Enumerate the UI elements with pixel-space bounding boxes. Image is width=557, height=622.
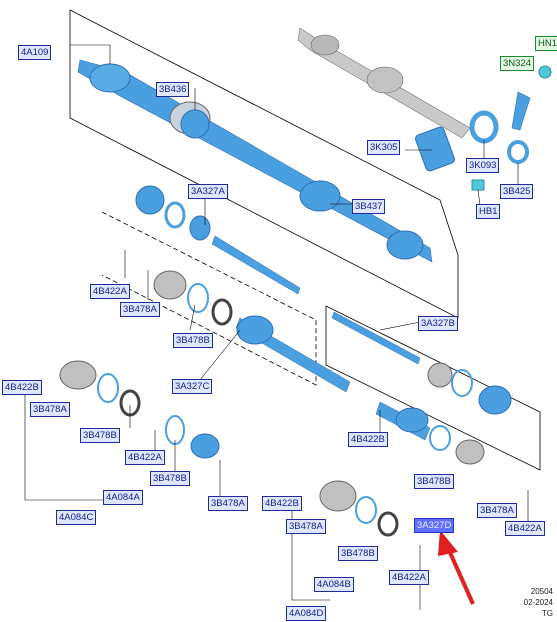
joint-kit-left: [59, 360, 220, 459]
label-HN1[interactable]: HN1: [535, 36, 557, 51]
label-3A327B[interactable]: 3A327B: [418, 316, 458, 331]
label-3B478B-2[interactable]: 3B478B: [80, 428, 120, 443]
label-4B422B-2[interactable]: 4B422B: [348, 432, 388, 447]
label-3B478A-2[interactable]: 3B478A: [30, 402, 70, 417]
label-3B478A-1[interactable]: 3B478A: [120, 302, 160, 317]
footer-date: 02-2024: [523, 598, 553, 607]
label-3N324[interactable]: 3N324: [500, 56, 534, 71]
label-4A084C[interactable]: 4A084C: [56, 510, 97, 525]
label-4B422B-3[interactable]: 4B422B: [262, 496, 302, 511]
label-3B478B-4[interactable]: 3B478B: [414, 474, 454, 489]
driveshaft-right-middle: [331, 311, 512, 415]
inner-joint-parts: [135, 185, 351, 393]
label-3B478A-5[interactable]: 3B478A: [286, 519, 326, 534]
footer-code: 20504: [530, 587, 553, 596]
label-4A109[interactable]: 4A109: [18, 45, 52, 60]
label-3B478A-4[interactable]: 3B478A: [477, 503, 517, 518]
footer-initials: TG: [541, 609, 553, 618]
leader-lines: [24, 44, 529, 610]
grey-driveshaft: [297, 27, 471, 139]
label-3B478B-3[interactable]: 3B478B: [150, 471, 190, 486]
joint-kit-right: [375, 401, 485, 465]
label-4B422B-1[interactable]: 4B422B: [2, 380, 42, 395]
label-4A084D[interactable]: 4A084D: [286, 606, 327, 621]
footer-code-block: 20504 02-2024 TG: [505, 586, 553, 619]
label-3B436[interactable]: 3B436: [156, 82, 190, 97]
frame-outlines: [69, 9, 541, 471]
joint-kit-center: [319, 480, 399, 537]
label-3B478A-3[interactable]: 3B478A: [208, 496, 248, 511]
label-3B425[interactable]: 3B425: [500, 184, 534, 199]
label-3K093[interactable]: 3K093: [466, 158, 500, 173]
label-3A327A[interactable]: 3A327A: [188, 184, 228, 199]
label-3B478B-1[interactable]: 3B478B: [173, 333, 213, 348]
label-4A084B[interactable]: 4A084B: [314, 577, 354, 592]
label-4B422A-4[interactable]: 4B422A: [389, 570, 429, 585]
driveshaft-assembly-upper: [77, 59, 433, 263]
label-4B422A-2[interactable]: 4B422A: [125, 450, 165, 465]
label-3B478B-5[interactable]: 3B478B: [338, 546, 378, 561]
label-HB1[interactable]: HB1: [476, 204, 501, 219]
label-3B437[interactable]: 3B437: [352, 199, 386, 214]
label-3A327C[interactable]: 3A327C: [172, 379, 213, 394]
label-4B422A-3[interactable]: 4B422A: [505, 521, 545, 536]
red-arrow: [438, 530, 475, 605]
label-4A084A[interactable]: 4A084A: [103, 490, 143, 505]
label-3A327D[interactable]: 3A327D: [414, 518, 455, 533]
label-3K305[interactable]: 3K305: [367, 140, 401, 155]
bearing-bracket-parts: [415, 65, 552, 191]
label-4B422A-1[interactable]: 4B422A: [90, 284, 130, 299]
